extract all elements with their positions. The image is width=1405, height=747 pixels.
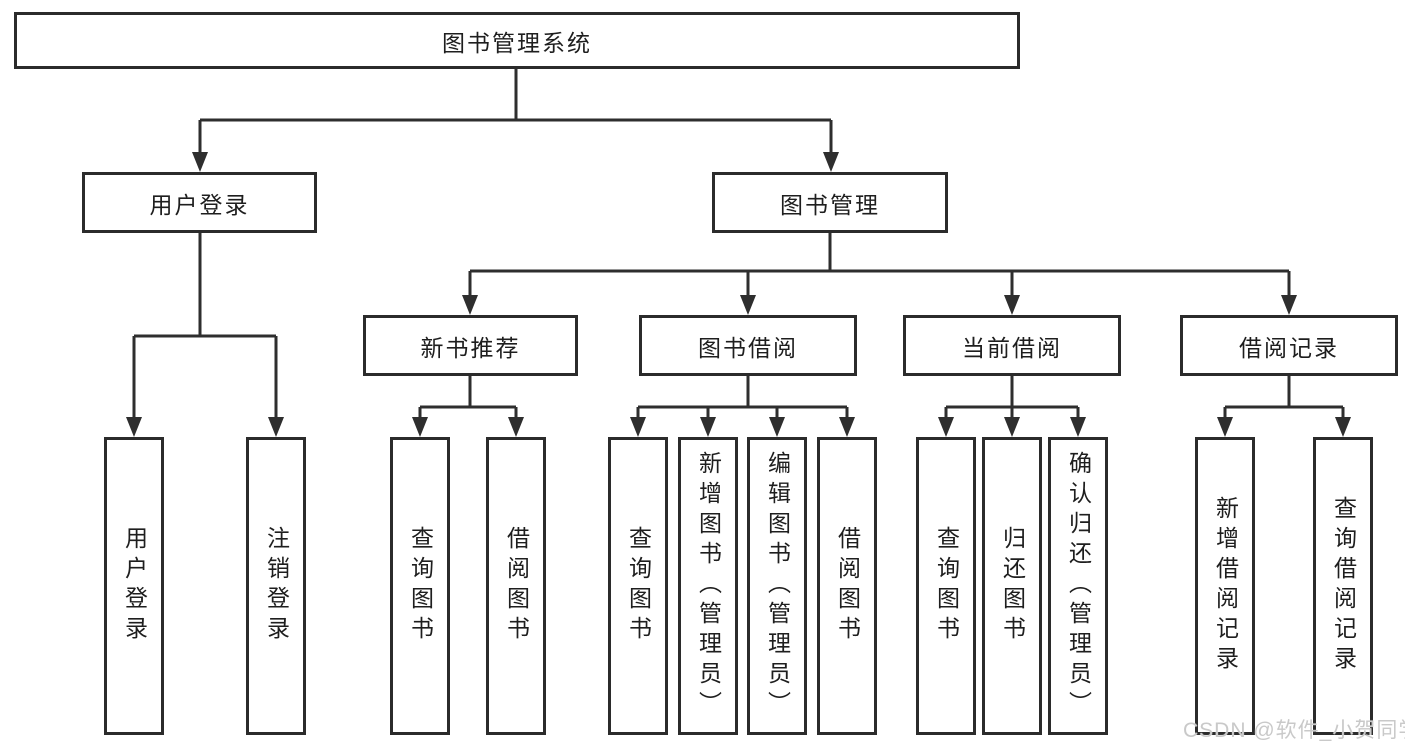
node-current-borrow-label: 当前借阅 [962, 334, 1062, 361]
leaf-current-return-label: 归还图书 [999, 526, 1026, 646]
connector-bookborrow-to-leaves [630, 376, 855, 437]
leaf-borrow-borrow-label: 借阅图书 [834, 526, 861, 646]
leaf-records-add: 新增借阅记录 [1195, 437, 1255, 735]
node-root: 图书管理系统 [14, 12, 1020, 69]
node-book-borrow-label: 图书借阅 [698, 334, 798, 361]
leaf-newbook-query-label: 查询图书 [407, 526, 434, 646]
csdn-watermark: CSDN @软件_小贺同学 [1183, 719, 1405, 742]
leaf-current-confirm: 确认归还（管理员） [1048, 437, 1108, 735]
leaf-borrow-borrow: 借阅图书 [817, 437, 877, 735]
connector-userlogin-to-leaves [126, 233, 284, 437]
leaf-newbook-borrow-label: 借阅图书 [503, 526, 530, 646]
leaf-logout: 注销登录 [246, 437, 306, 735]
leaf-current-query: 查询图书 [916, 437, 976, 735]
node-borrow-records-label: 借阅记录 [1239, 334, 1339, 361]
leaf-logout-label: 注销登录 [263, 526, 290, 646]
leaf-borrow-edit: 编辑图书（管理员） [747, 437, 807, 735]
leaf-newbook-query: 查询图书 [390, 437, 450, 735]
leaf-newbook-borrow: 借阅图书 [486, 437, 546, 735]
connector-root-to-level2 [192, 69, 839, 172]
node-book-management: 图书管理 [712, 172, 948, 233]
leaf-user-login: 用户登录 [104, 437, 164, 735]
leaf-records-add-label: 新增借阅记录 [1212, 496, 1239, 676]
leaf-borrow-query-label: 查询图书 [625, 526, 652, 646]
leaf-user-login-label: 用户登录 [121, 526, 148, 646]
leaf-current-query-label: 查询图书 [933, 526, 960, 646]
leaf-borrow-add-label: 新增图书（管理员） [695, 451, 722, 721]
connector-newbook-to-leaves [412, 376, 524, 437]
node-new-book-recommend: 新书推荐 [363, 315, 578, 376]
leaf-records-query-label: 查询借阅记录 [1330, 496, 1357, 676]
node-book-management-label: 图书管理 [780, 191, 880, 218]
node-root-label: 图书管理系统 [442, 29, 592, 56]
node-user-login: 用户登录 [82, 172, 317, 233]
node-user-login-label: 用户登录 [149, 191, 250, 218]
leaf-records-query: 查询借阅记录 [1313, 437, 1373, 735]
connector-records-to-leaves [1217, 376, 1351, 437]
node-book-borrow: 图书借阅 [639, 315, 857, 376]
connector-currentborrow-to-leaves [938, 376, 1086, 437]
leaf-current-confirm-label: 确认归还（管理员） [1065, 451, 1092, 721]
leaf-borrow-edit-label: 编辑图书（管理员） [764, 451, 791, 721]
leaf-current-return: 归还图书 [982, 437, 1042, 735]
node-new-book-recommend-label: 新书推荐 [420, 334, 521, 361]
node-borrow-records: 借阅记录 [1180, 315, 1398, 376]
leaf-borrow-add: 新增图书（管理员） [678, 437, 738, 735]
leaf-borrow-query: 查询图书 [608, 437, 668, 735]
node-current-borrow: 当前借阅 [903, 315, 1121, 376]
connector-bookmgmt-to-level3 [462, 233, 1297, 315]
